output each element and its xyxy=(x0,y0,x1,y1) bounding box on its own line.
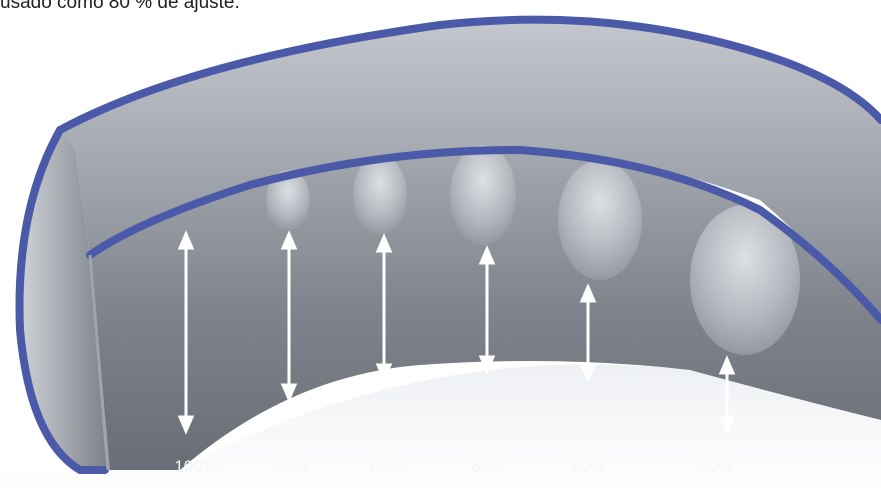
indent-50 xyxy=(558,160,642,280)
label-50: 50% xyxy=(571,457,605,476)
outer-top-surface xyxy=(60,19,881,331)
arrow-60 xyxy=(478,245,496,375)
indent-60 xyxy=(450,145,516,245)
outer-rim-edge xyxy=(56,15,881,134)
inner-left-edge xyxy=(88,254,110,471)
floor-surface xyxy=(0,364,881,494)
label-100: 100% xyxy=(174,457,217,476)
left-rim-edge xyxy=(15,126,109,474)
label-60: 60% xyxy=(471,457,505,476)
left-wall-surface xyxy=(19,130,110,470)
inner-rim-edge xyxy=(86,145,881,324)
arrow-50 xyxy=(579,283,597,383)
arrow-100 xyxy=(177,230,195,435)
label-80: 80% xyxy=(273,457,307,476)
label-70: 70% xyxy=(368,457,402,476)
arrow-80 xyxy=(280,230,298,403)
indent-30 xyxy=(690,205,800,355)
indent-80 xyxy=(266,170,310,230)
indent-70 xyxy=(353,155,407,235)
cropped-caption-text: usado como 80 % de ajuste. xyxy=(0,0,240,13)
arrow-70 xyxy=(375,233,393,383)
arrow-30 xyxy=(718,355,736,435)
label-30: 30% xyxy=(700,457,734,476)
